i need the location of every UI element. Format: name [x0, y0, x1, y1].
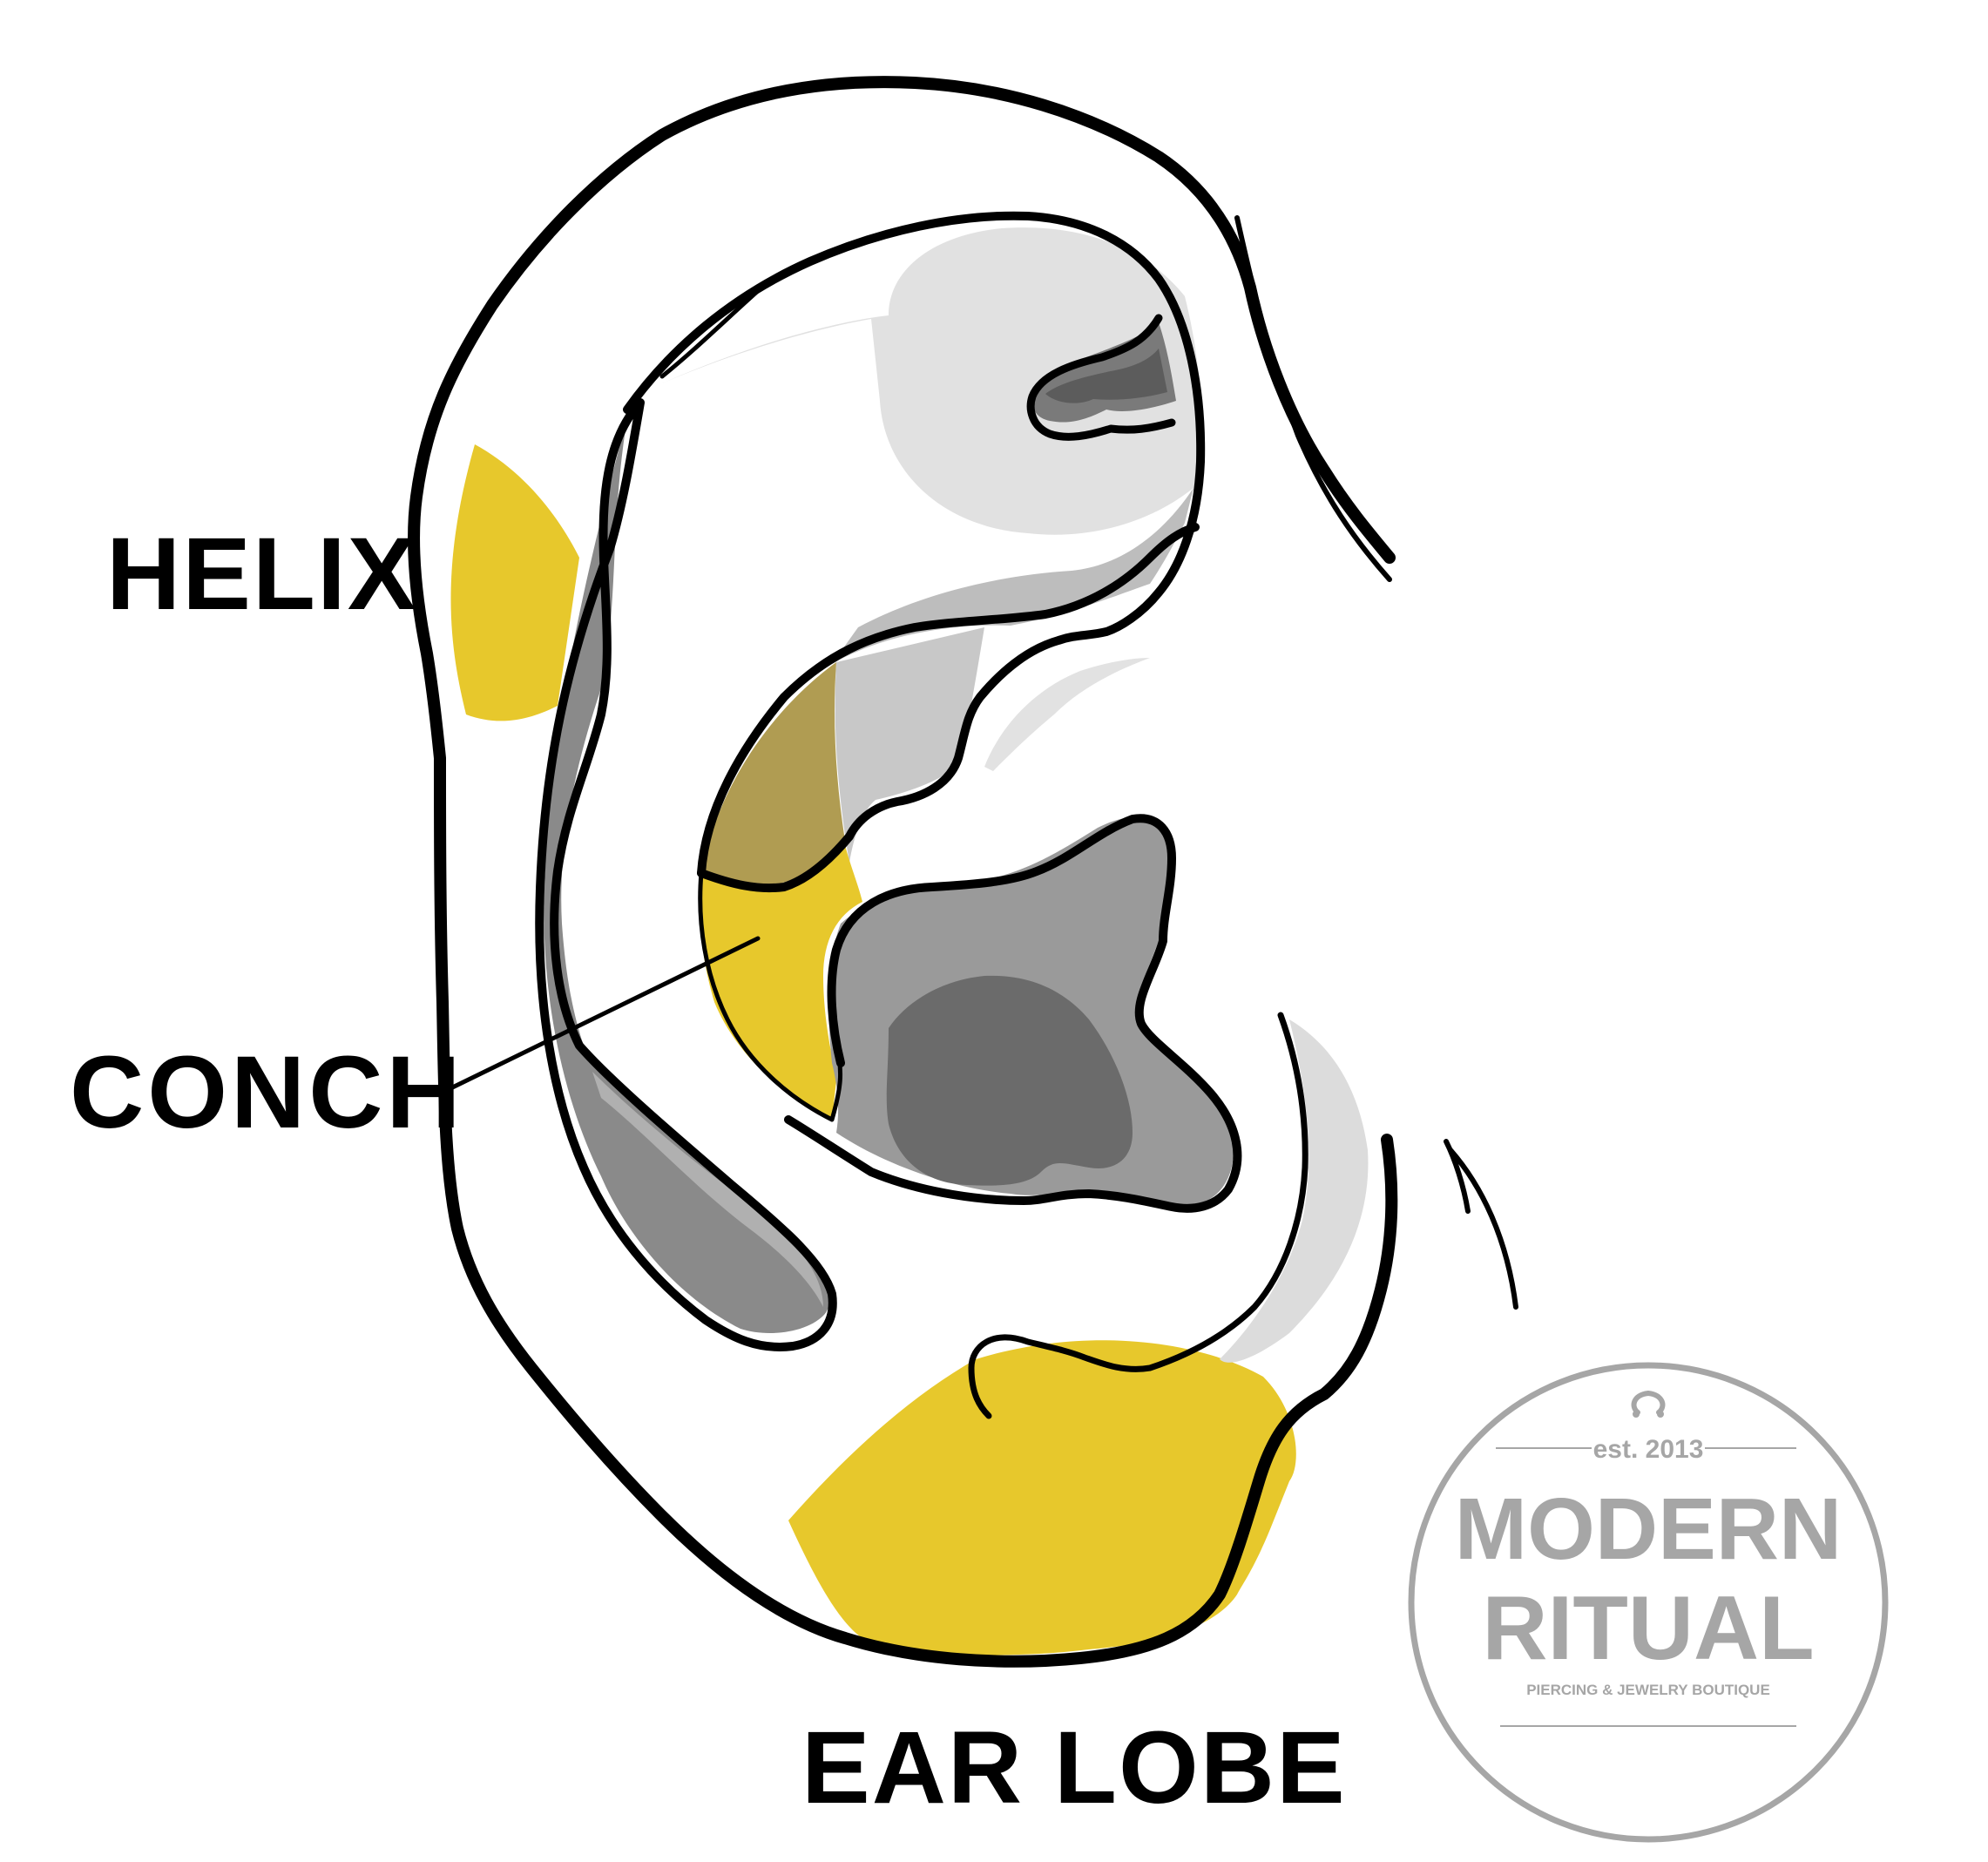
- helix-fold-outline: [623, 211, 1206, 893]
- conch-upper-shade: [701, 662, 845, 886]
- antihelix-shade: [832, 488, 1193, 664]
- concha-outline: [784, 814, 1242, 1213]
- antitragus-shadow: [984, 658, 1150, 771]
- logo-name-line1: MODERN: [1455, 1480, 1842, 1578]
- back-curve-upper: [1234, 215, 1392, 582]
- modern-ritual-logo: est. 2013 MODERN RITUAL PIERCING & JEWEL…: [1408, 1362, 1889, 1843]
- antihelix-band: [835, 627, 984, 863]
- tragus-outline: [968, 1012, 1308, 1419]
- conch-divider-outline: [699, 839, 848, 890]
- logo-name-line2: RITUAL: [1482, 1578, 1814, 1679]
- antihelix-lower-highlight: [592, 1072, 823, 1307]
- outer-rim-outline: [408, 76, 1398, 1668]
- upper-shell-shade: [662, 227, 1201, 535]
- ear-lobe-highlight: [788, 1340, 1296, 1655]
- horseshoe-ring-icon: [1631, 1390, 1666, 1418]
- inner-shell-outline: [535, 398, 837, 1351]
- back-curve-lower: [1444, 1139, 1518, 1310]
- antihelix-outline: [697, 523, 1200, 877]
- helix-highlight: [450, 444, 579, 721]
- crus-outline: [659, 281, 769, 379]
- ear-lobe-label: EAR LOBE: [801, 1710, 1347, 1825]
- tragus-shadow: [1220, 1019, 1369, 1363]
- logo-tagline: PIERCING & JEWELRY BOUTIQUE: [1526, 1682, 1770, 1698]
- conch-edge-outline: [698, 870, 843, 1122]
- conch-leader-line: [437, 936, 761, 1096]
- fossa-mid: [1045, 349, 1167, 403]
- logo-ring: [1408, 1362, 1889, 1843]
- logo-established: est. 2013: [1593, 1435, 1704, 1464]
- fossa-outline: [1026, 314, 1176, 441]
- concha-inner-dark: [886, 975, 1133, 1186]
- conch-label: CONCH: [70, 1035, 464, 1150]
- helix-label: HELIX: [106, 517, 418, 632]
- conch-highlight: [700, 845, 862, 1120]
